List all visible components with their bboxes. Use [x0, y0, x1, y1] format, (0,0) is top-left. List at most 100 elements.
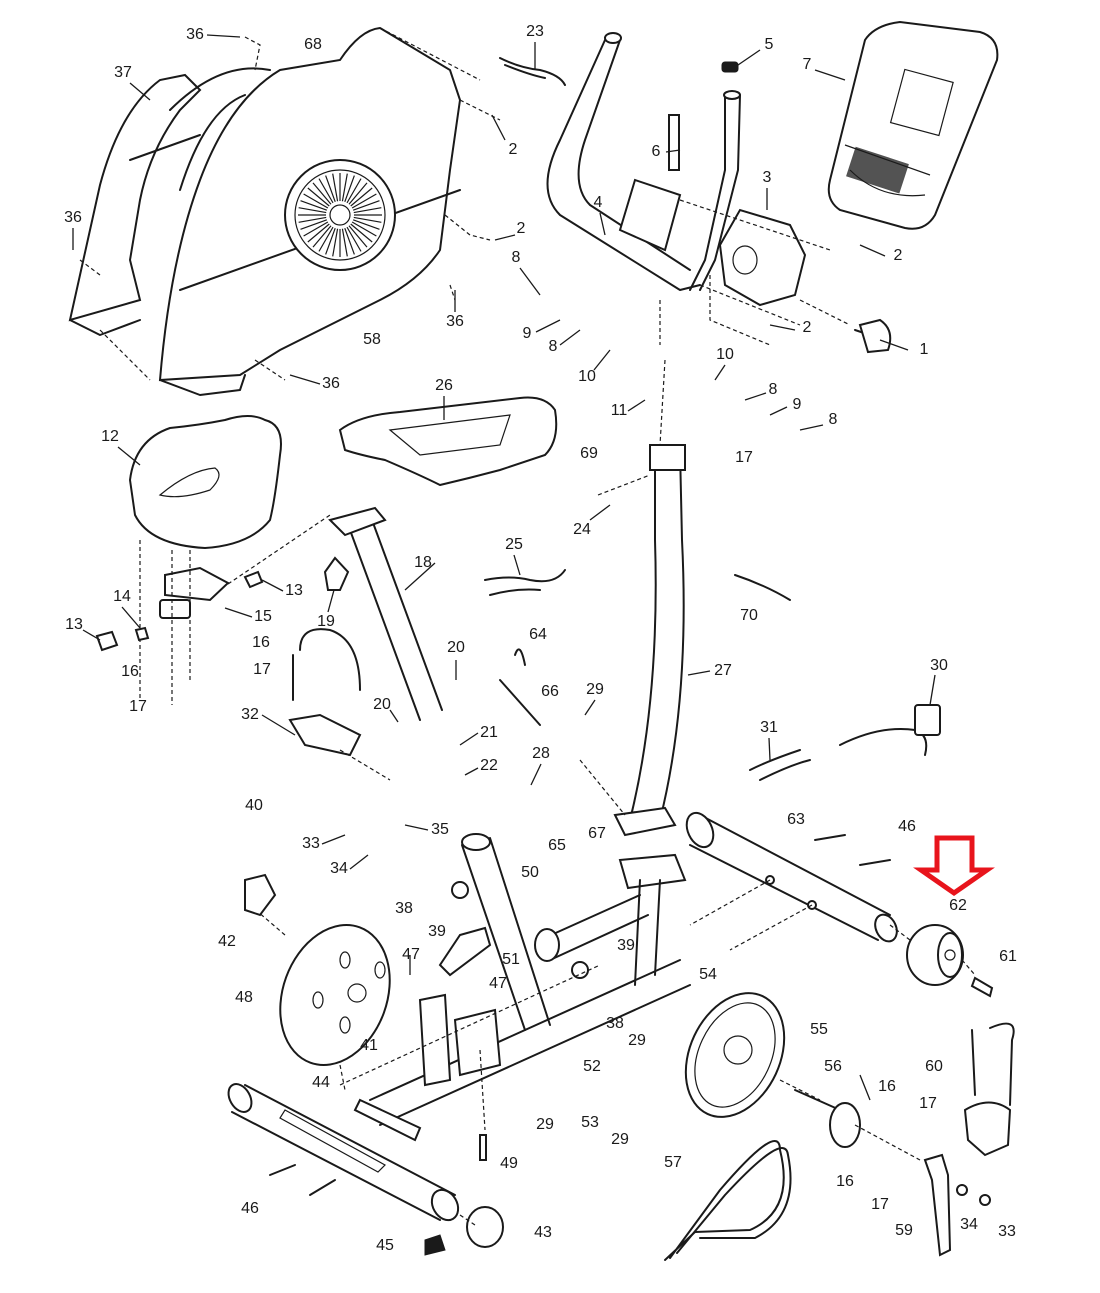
part-label-11: 11 [610, 402, 628, 419]
vent-spoke [325, 175, 336, 203]
leader-line [687, 670, 711, 676]
leader-line [404, 562, 436, 591]
leader-lines [72, 34, 936, 1101]
vent-spoke [303, 221, 329, 237]
leader-line [768, 737, 771, 761]
leader-line [389, 709, 399, 723]
rear-stabilizer-63 [685, 811, 898, 951]
part-label-32: 32 [241, 706, 259, 723]
part-label-36: 36 [186, 26, 204, 43]
part-label-16: 16 [878, 1078, 896, 1095]
part-label-47: 47 [402, 946, 420, 963]
leader-line [535, 319, 561, 333]
part-label-38: 38 [395, 900, 413, 917]
leader-line [261, 579, 284, 592]
shroud-assembly [68, 26, 501, 396]
part-label-15: 15 [254, 608, 272, 625]
part-label-28: 28 [532, 745, 550, 762]
part-label-64: 64 [529, 626, 547, 643]
leader-line [121, 606, 141, 629]
part-label-31: 31 [760, 719, 778, 736]
vent-spoke [346, 178, 362, 204]
part-label-69: 69 [580, 445, 598, 462]
leader-line [627, 399, 646, 412]
flywheel-48 [244, 873, 391, 1091]
leader-line [224, 607, 253, 618]
part-label-47: 47 [489, 975, 507, 992]
vent-spoke [300, 219, 328, 230]
leader-line [859, 244, 886, 257]
part-label-24: 24 [573, 521, 591, 538]
vent-spoke [341, 173, 348, 202]
part-label-29: 29 [586, 681, 604, 698]
part-label-12: 12 [101, 428, 119, 445]
part-label-62: 62 [949, 897, 967, 914]
part-label-20: 20 [447, 639, 465, 656]
part-label-39: 39 [617, 937, 635, 954]
part-label-34: 34 [960, 1216, 978, 1233]
part-label-17: 17 [735, 449, 753, 466]
leader-line [589, 504, 611, 521]
part-label-16: 16 [121, 663, 139, 680]
part-label-3: 3 [762, 169, 772, 186]
part-label-68: 68 [304, 36, 322, 53]
part-label-43: 43 [534, 1224, 552, 1241]
leader-line [714, 364, 726, 381]
vent-spoke [312, 225, 332, 248]
part-label-40: 40 [245, 797, 263, 814]
part-label-14: 14 [113, 588, 131, 605]
part-label-34: 34 [330, 860, 348, 877]
leader-line [744, 392, 767, 401]
part-label-18: 18 [414, 554, 432, 571]
part-label-41: 41 [360, 1037, 378, 1054]
part-label-27: 27 [714, 662, 732, 679]
part-label-44: 44 [312, 1074, 330, 1091]
vent-spoke [351, 221, 377, 237]
leader-line [519, 267, 541, 296]
vent-spoke [348, 225, 368, 248]
part-label-17: 17 [129, 698, 147, 715]
vent-spoke [350, 187, 373, 207]
vent-spoke [318, 226, 334, 252]
part-label-39: 39 [428, 923, 446, 940]
part-label-42: 42 [218, 933, 236, 950]
part-label-54: 54 [699, 966, 717, 983]
leader-line [206, 34, 241, 38]
vent-spoke [352, 200, 380, 211]
part-label-46: 46 [898, 818, 916, 835]
upright-frame [579, 359, 687, 890]
part-label-61: 61 [999, 948, 1017, 965]
part-label-55: 55 [810, 1021, 828, 1038]
part-label-60: 60 [925, 1058, 943, 1075]
leader-line [321, 834, 346, 845]
part-label-52: 52 [583, 1058, 601, 1075]
leader-line [799, 424, 824, 431]
vent-spoke [298, 207, 327, 214]
leader-line [404, 824, 429, 831]
part-label-10: 10 [578, 368, 596, 385]
front-stabilizer-44 [227, 1083, 504, 1256]
vent-spoke [344, 227, 355, 255]
part-label-63: 63 [787, 811, 805, 828]
part-label-8: 8 [768, 381, 778, 398]
part-label-5: 5 [764, 36, 774, 53]
leader-line [559, 329, 581, 346]
part-label-65: 65 [548, 837, 566, 854]
part-label-59: 59 [895, 1222, 913, 1239]
part-label-56: 56 [824, 1058, 842, 1075]
part-label-17: 17 [871, 1196, 889, 1213]
leader-line [584, 699, 596, 716]
handlebar-assembly [546, 20, 999, 354]
leader-line [261, 714, 296, 736]
leader-line [530, 763, 542, 786]
part-label-6: 6 [651, 143, 661, 160]
part-label-70: 70 [740, 607, 758, 624]
part-label-9: 9 [792, 396, 802, 413]
part-label-25: 25 [505, 536, 523, 553]
part-label-45: 45 [376, 1237, 394, 1254]
seat-back-26 [338, 396, 558, 487]
part-label-2: 2 [508, 141, 518, 158]
part-label-16: 16 [252, 634, 270, 651]
leader-line [491, 114, 506, 141]
part-label-8: 8 [828, 411, 838, 428]
